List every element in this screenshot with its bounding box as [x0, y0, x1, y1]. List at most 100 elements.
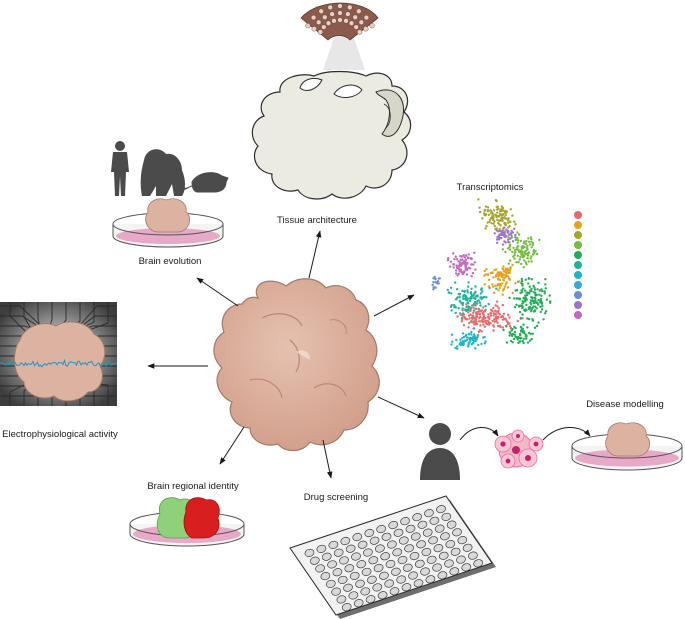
umap-cell-point [463, 262, 466, 266]
umap-cell-point [474, 316, 477, 319]
umap-cell-point [528, 285, 531, 288]
plate-well [381, 532, 392, 541]
umap-cell-point [478, 312, 481, 316]
umap-cell-point [490, 211, 494, 214]
plate-well [420, 567, 430, 576]
plate-well [373, 563, 384, 573]
umap-cell-point [447, 257, 450, 260]
umap-cell-point [465, 333, 468, 336]
umap-cell-point [531, 319, 535, 322]
umap-cell-point [483, 269, 486, 273]
plate-well [332, 568, 343, 577]
plate-well [392, 548, 403, 557]
umap-cell-point [510, 234, 513, 237]
umap-cell-point [466, 301, 469, 304]
umap-cell-point [497, 221, 500, 225]
umap-cell-point [482, 314, 486, 318]
umap-cell-point [516, 241, 519, 244]
umap-cell-point [460, 264, 463, 267]
umap-cell-point [474, 336, 477, 340]
umap-cell-point [500, 218, 503, 222]
umap-cell-point [453, 305, 456, 308]
umap-cell-point [446, 259, 450, 262]
umap-cell-point [507, 221, 510, 224]
umap-cell-point [454, 272, 458, 275]
umap-cell-point [481, 290, 484, 293]
plate-well [400, 517, 410, 526]
umap-cell-point [544, 310, 548, 313]
umap-cell-point [492, 314, 495, 317]
umap-cell-point [518, 297, 521, 300]
tissue-cell [317, 29, 324, 35]
umap-cell-point [470, 257, 473, 261]
umap-cell-point [508, 259, 512, 262]
umap-cell-point [530, 255, 533, 258]
umap-cell-point [466, 267, 469, 271]
umap-cell-point [470, 306, 473, 310]
umap-cell-point [520, 325, 523, 329]
plate-well [440, 532, 450, 541]
umap-cell-point [479, 310, 482, 313]
umap-cell-point [464, 258, 468, 261]
umap-cell-point [492, 325, 495, 328]
plate-well [320, 572, 331, 581]
umap-cell-point [477, 198, 480, 201]
umap-cell-point [496, 230, 500, 233]
umap-cell-point [499, 271, 502, 274]
plate-well [462, 543, 473, 552]
umap-cell-point [483, 325, 486, 328]
plate-well [437, 571, 448, 580]
umap-cell-point [470, 320, 473, 323]
umap-cell-point [459, 341, 462, 344]
umap-cell-point [452, 266, 455, 269]
umap-cell-point [450, 303, 453, 307]
umap-cell-point [472, 306, 475, 309]
umap-cell-point [473, 261, 476, 264]
plate-well [309, 556, 320, 565]
arrow-regional-identity [219, 426, 245, 465]
umap-cell-point [491, 271, 494, 274]
umap-cell-point [472, 327, 476, 330]
plate-well [396, 575, 407, 584]
tissue-cell [311, 15, 317, 21]
label-tissue-architecture: Tissue architecture [277, 215, 357, 226]
plate-well [304, 548, 315, 557]
tissue-cell [363, 15, 370, 21]
label-brain-evolution: Brain evolution [139, 256, 202, 267]
umap-cell-point [486, 206, 490, 209]
umap-cell-point [504, 212, 507, 215]
umap-cell-point [538, 238, 541, 242]
umap-cell-point [500, 210, 503, 213]
plate-well [387, 540, 397, 549]
umap-cell-point [517, 261, 520, 264]
umap-cell-point [481, 296, 484, 300]
plate-well [344, 564, 355, 573]
umap-cell-point [456, 274, 459, 277]
umap-cell-point [496, 315, 499, 319]
umap-cell-point [497, 309, 500, 313]
umap-cell-point [511, 250, 514, 254]
umap-cell-point [460, 343, 463, 346]
umap-cell-point [537, 299, 540, 302]
umap-cell-point [454, 281, 457, 284]
umap-cell-point [465, 305, 468, 309]
umap-cell-point [447, 291, 450, 294]
umap-cell-point [496, 211, 499, 214]
umap-cell-point [502, 312, 506, 315]
umap-cell-point [498, 219, 501, 222]
umap-cell-point [522, 296, 525, 300]
umap-cell-point [522, 331, 526, 335]
plate-well [414, 559, 425, 568]
umap-cell-point [528, 331, 531, 335]
plate-well [331, 587, 341, 596]
umap-cell-point [458, 292, 462, 296]
umap-cell-point [469, 291, 473, 294]
umap-cell-point [494, 315, 498, 319]
umap-cell-point [511, 214, 514, 217]
umap-cell-point [544, 283, 547, 286]
umap-cell-point [506, 230, 509, 233]
tissue-cell [337, 10, 343, 16]
legend-color-dot [574, 261, 582, 269]
umap-cell-point [539, 305, 542, 308]
cluster-legend [574, 211, 582, 319]
